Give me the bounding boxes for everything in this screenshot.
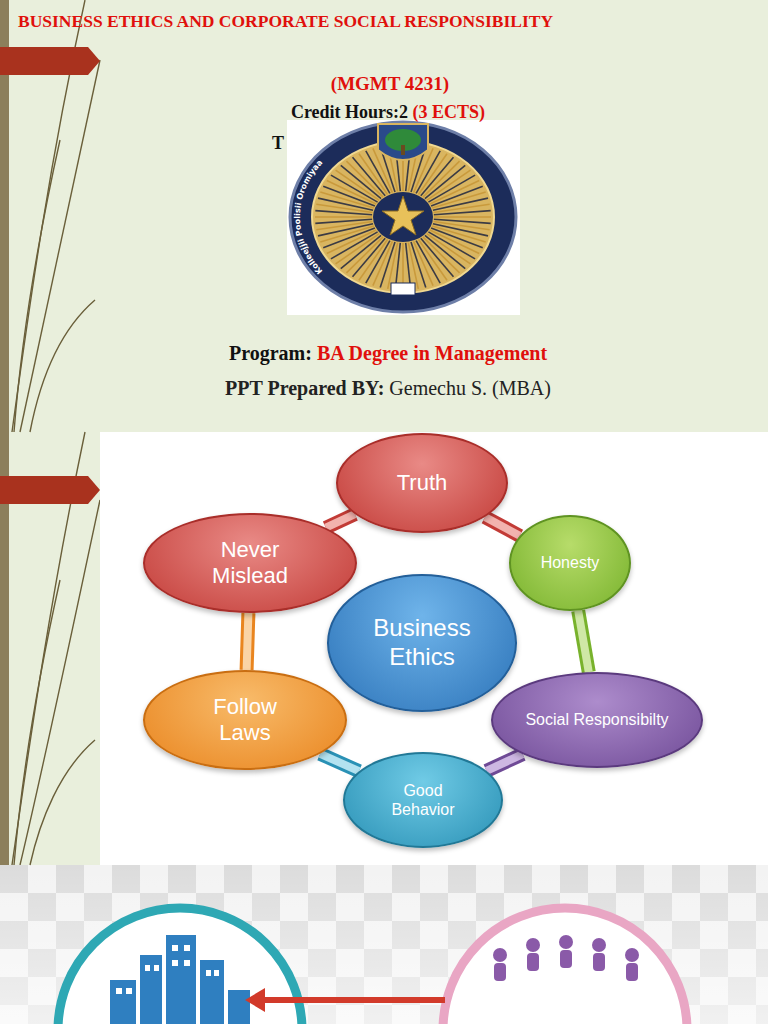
ellipse-node: Truth bbox=[336, 433, 508, 533]
node-text: Never Mislead bbox=[200, 537, 300, 590]
ray bbox=[416, 241, 440, 284]
ring-connector bbox=[320, 754, 359, 771]
logo-text: Kolleejjii Poolisii Oromiyaa bbox=[293, 158, 324, 276]
ring-band bbox=[247, 613, 249, 670]
ring-band bbox=[320, 754, 359, 771]
ring-band bbox=[247, 613, 249, 670]
ring-connector bbox=[485, 517, 520, 536]
ring-band bbox=[487, 754, 523, 771]
node-text: Business Ethics bbox=[357, 614, 487, 672]
ellipse-node: Honesty bbox=[509, 515, 631, 611]
logo-shield bbox=[378, 124, 428, 160]
text-wrap: Social Responsibilty bbox=[491, 672, 703, 768]
sunburst bbox=[315, 144, 491, 290]
logo-ring bbox=[290, 122, 516, 312]
ray bbox=[366, 151, 390, 194]
ellipse-node: Never Mislead bbox=[143, 513, 357, 613]
ring-band bbox=[485, 517, 520, 536]
text-line: Program:BA Degree in Management bbox=[229, 342, 547, 365]
text-wrap: Truth bbox=[336, 433, 508, 533]
ray bbox=[431, 186, 483, 206]
node-text: Follow Laws bbox=[195, 694, 295, 747]
ray bbox=[341, 165, 381, 198]
text-line: PPT Prepared BY:Gemechu S. (MBA) bbox=[225, 377, 551, 400]
ray bbox=[315, 219, 372, 223]
ring-band bbox=[578, 611, 589, 673]
people bbox=[493, 935, 639, 981]
arrow-head bbox=[245, 988, 265, 1012]
windows bbox=[116, 945, 219, 994]
text-line: Credit Hours:2(3 ECTS) bbox=[291, 102, 485, 123]
ring-connector bbox=[247, 613, 249, 670]
text-wrap: Business Ethics bbox=[327, 574, 518, 712]
text-line: (MGMT 4231) bbox=[331, 73, 449, 95]
arrow-tab bbox=[0, 476, 100, 504]
ring-band bbox=[485, 517, 520, 536]
logo-inner bbox=[312, 141, 494, 293]
label-text: PPT Prepared BY: bbox=[225, 377, 384, 399]
arrow-tab bbox=[0, 47, 100, 75]
label-text: (MGMT 4231) bbox=[331, 73, 449, 94]
ray bbox=[315, 216, 372, 218]
ray bbox=[419, 240, 448, 281]
ray bbox=[359, 154, 388, 195]
city-buildings bbox=[110, 935, 250, 1024]
text-wrap: Follow Laws bbox=[143, 670, 347, 770]
logo-star bbox=[382, 196, 424, 235]
ray bbox=[327, 230, 376, 254]
label-text: Program: bbox=[229, 342, 312, 364]
node-text: Honesty bbox=[541, 553, 600, 572]
logo-book bbox=[391, 283, 415, 295]
side-bar bbox=[0, 0, 9, 865]
ellipse-node: Good Behavior bbox=[343, 752, 503, 848]
slide-title: BUSINESS ETHICS AND CORPORATE SOCIAL RES… bbox=[18, 11, 553, 32]
logo-trunk bbox=[401, 145, 405, 155]
ray bbox=[434, 216, 491, 218]
logo-ground bbox=[287, 120, 520, 315]
ring-band bbox=[578, 611, 589, 673]
ellipse-node: Follow Laws bbox=[143, 670, 347, 770]
ray bbox=[434, 211, 491, 215]
ellipse-node: Business Ethics bbox=[327, 574, 518, 712]
decor-curves bbox=[12, 0, 100, 865]
ray bbox=[425, 235, 465, 268]
link-arrow bbox=[260, 997, 445, 1003]
ray bbox=[430, 181, 479, 205]
logo-center bbox=[373, 192, 433, 242]
ellipse-node: Social Responsibilty bbox=[491, 672, 703, 768]
label-text: BA Degree in Management bbox=[317, 342, 547, 364]
text-wrap: Never Mislead bbox=[143, 513, 357, 613]
ray bbox=[323, 228, 375, 248]
people-circle bbox=[443, 908, 687, 1024]
label-text: (3 ECTS) bbox=[413, 102, 486, 122]
label-text: Gemechu S. (MBA) bbox=[389, 377, 551, 399]
ring-band bbox=[320, 754, 359, 771]
text-wrap: Honesty bbox=[509, 515, 631, 611]
ray bbox=[373, 241, 392, 285]
diagram-ground bbox=[100, 432, 768, 865]
node-text: Social Responsibilty bbox=[525, 710, 668, 729]
ring-connector bbox=[487, 754, 523, 771]
node-text: Truth bbox=[397, 470, 448, 496]
label-text: Credit Hours:2 bbox=[291, 102, 408, 122]
ellipse-shape bbox=[343, 752, 503, 848]
ray bbox=[341, 235, 381, 268]
logo-text: Kolleejjii Poolisii Oromiyaa bbox=[293, 158, 324, 276]
city-circle bbox=[58, 908, 302, 1024]
ring-connector bbox=[326, 514, 355, 527]
ring-band bbox=[326, 514, 355, 527]
ring-band bbox=[487, 754, 523, 771]
ring-connector bbox=[578, 611, 589, 673]
text-wrap: Good Behavior bbox=[343, 752, 503, 848]
label-text: T bbox=[272, 133, 284, 154]
ray bbox=[425, 165, 465, 198]
node-text: Good Behavior bbox=[378, 781, 468, 819]
ring-band bbox=[326, 514, 355, 527]
